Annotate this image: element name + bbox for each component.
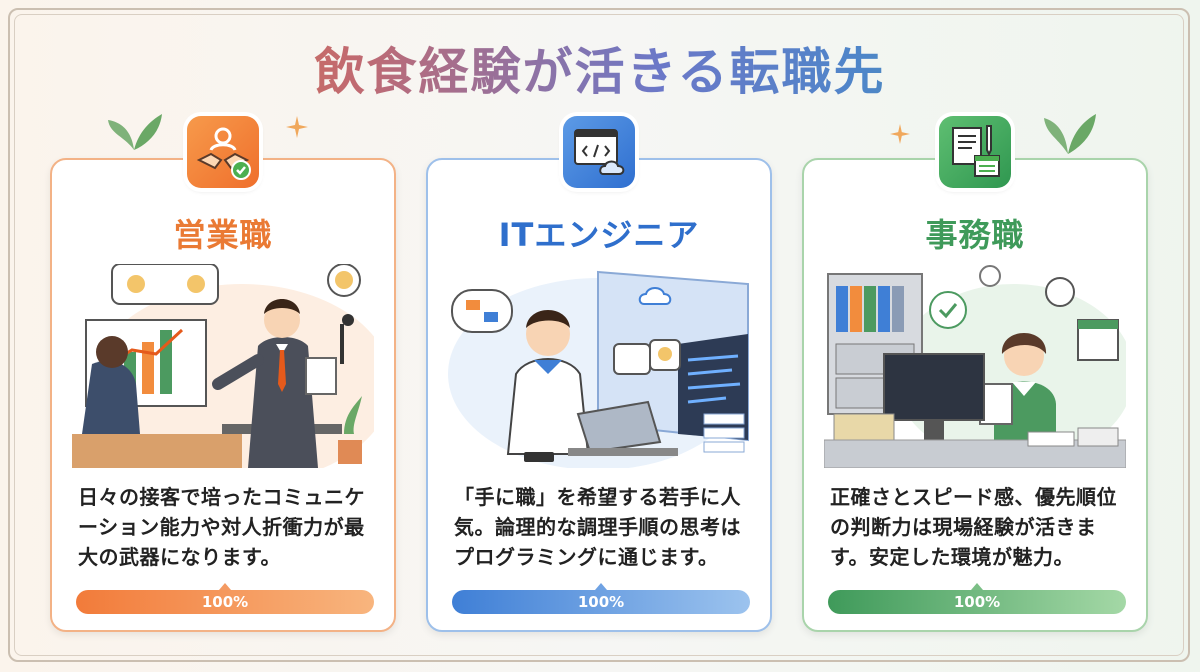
inner-frame bbox=[14, 14, 1184, 656]
card-office-clerk: 事務職 正確さとスピード感、優先順位の判断力は現場経験が活きます。安定した環境が… bbox=[802, 116, 1148, 632]
leaf-decoration-right bbox=[1044, 114, 1096, 154]
progress-marker bbox=[595, 583, 607, 590]
sparkle-icon bbox=[286, 116, 308, 138]
leaf-decoration-left bbox=[108, 114, 162, 150]
card-it-engineer: ITエンジニア 「手に職」を希望する若手に人気。論理的な調理手順の思考はプログラ… bbox=[426, 116, 772, 632]
progress-marker bbox=[971, 583, 983, 590]
card-description: 日々の接客で培ったコミュニケーション能力や対人折衝力が最大の武器になります。 bbox=[78, 485, 365, 569]
card-title: 営業職 bbox=[173, 216, 273, 254]
card-sales: 営業職 日々の接客で培ったコミュニケーション能力や対人折衝力が最大の武器になりま… bbox=[50, 116, 396, 632]
sparkle-icon bbox=[890, 124, 910, 144]
progress-bar: 100% bbox=[76, 590, 374, 614]
page-title: 飲食経験が活きる転職先 bbox=[0, 32, 1200, 104]
progress-bar: 100% bbox=[828, 590, 1126, 614]
code-window-cloud-icon bbox=[563, 116, 635, 188]
card-description: 「手に職」を希望する若手に人気。論理的な調理手順の思考はプログラミングに通じます… bbox=[454, 485, 741, 569]
card-title: ITエンジニア bbox=[498, 216, 700, 254]
progress-bar: 100% bbox=[452, 590, 750, 614]
it-engineer-illustration bbox=[448, 270, 749, 468]
card-title: 事務職 bbox=[925, 216, 1025, 254]
outer-frame bbox=[8, 8, 1190, 662]
sales-presentation-illustration bbox=[72, 264, 374, 468]
documents-calendar-icon bbox=[939, 116, 1011, 188]
handshake-person-check-icon bbox=[187, 116, 259, 188]
card-description: 正確さとスピード感、優先順位の判断力は現場経験が活きます。安定した環境が魅力。 bbox=[830, 485, 1117, 569]
progress-marker bbox=[219, 583, 231, 590]
office-clerk-illustration bbox=[824, 265, 1126, 468]
